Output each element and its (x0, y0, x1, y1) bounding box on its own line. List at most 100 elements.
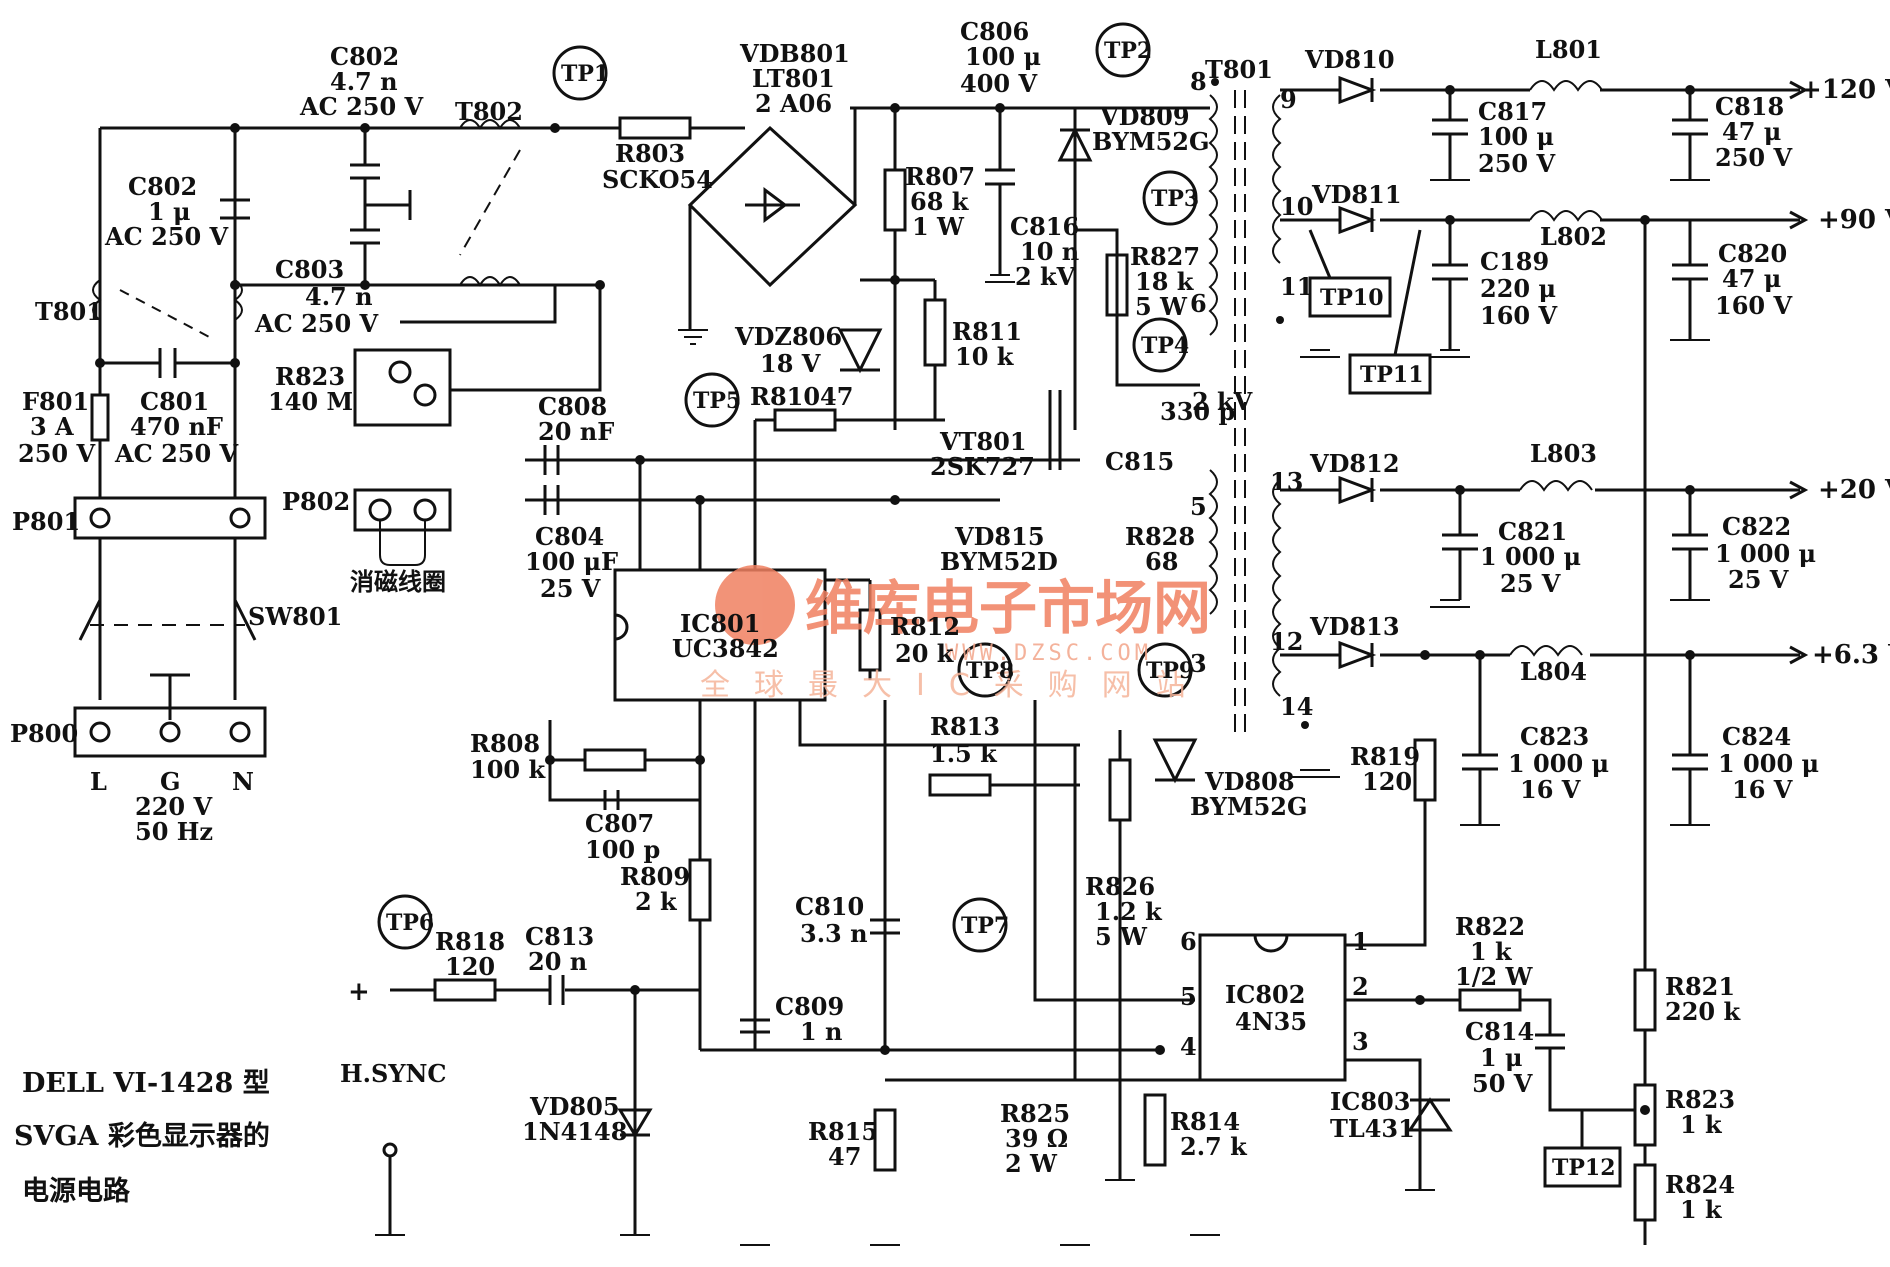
ic803-name: IC803 (1330, 1087, 1410, 1116)
t801-pin-12: 12 (1270, 627, 1303, 656)
c817-value: 100 μ (1478, 122, 1554, 151)
r822-rating: 1/2 W (1455, 962, 1534, 991)
c806-rating: 400 V (960, 69, 1037, 98)
c818-name: C818 (1715, 92, 1784, 121)
watermark-slogan: 全球最大IC采购网站 (700, 668, 1210, 703)
c807-name: C807 (585, 809, 654, 838)
r828-value: 68 (1145, 547, 1178, 576)
c802a-rating: AC 250 V (299, 92, 424, 121)
c822-value: 1 000 μ (1715, 539, 1816, 568)
vdb801-part: LT801 (752, 64, 835, 93)
watermark: 维库电子市场网 WWW.DZSC.COM 全球最大IC采购网站 (700, 565, 1211, 703)
r810-name: R810 (750, 382, 820, 411)
diagram-caption: DELL VI-1428 型 SVGA 彩色显示器的 电源电路 (14, 1068, 270, 1207)
r827-name: R827 (1130, 242, 1200, 271)
r825-name: R825 (1000, 1099, 1070, 1128)
c820-name: C820 (1718, 239, 1787, 268)
r823a-value: 140 M (268, 387, 353, 416)
c189-value: 220 μ (1480, 274, 1556, 303)
mains-g-label: G (160, 767, 181, 796)
output-voltages: +120 V +90 V +20 V +6.3 V (1800, 75, 1890, 670)
vt801-name: VT801 (939, 427, 1027, 456)
t801-pin-3: 3 (1190, 649, 1207, 678)
secondary-labels: VD810 VD811 VD812 VD813 L801 L802 L803 L… (1304, 35, 1819, 804)
vd808-part: BYM52G (1190, 792, 1307, 821)
r815-value: 47 (828, 1142, 861, 1171)
r812-name: R812 (890, 612, 960, 641)
c824-rating: 16 V (1732, 775, 1793, 804)
c822-name: C822 (1722, 512, 1791, 541)
ic802-pin-3: 3 (1352, 1027, 1369, 1056)
r810-value: 47 (820, 382, 853, 411)
tp6-label: TP6 (386, 910, 434, 936)
r814-name: R814 (1170, 1107, 1240, 1136)
c816-name: C816 (1010, 212, 1079, 241)
hsync-plus-label: + (348, 977, 370, 1007)
test-points: TP1 TP2 TP3 TP4 TP5 TP6 TP7 TP8 TP9 TP10… (386, 38, 1616, 1181)
r822-name: R822 (1455, 912, 1525, 941)
r827-value: 18 k (1135, 267, 1195, 296)
c820-rating: 160 V (1715, 291, 1792, 320)
c809-name: C809 (775, 992, 844, 1021)
vd815-name: VD815 (954, 522, 1045, 551)
r812-value: 20 k (895, 639, 955, 668)
watermark-brand: 维库电子市场网 (805, 574, 1211, 642)
r807-value: 68 k (910, 187, 970, 216)
c821-rating: 25 V (1500, 569, 1561, 598)
r809-name: R809 (620, 862, 690, 891)
r818-value: 120 (445, 952, 495, 981)
vt801-part: 2SK727 (930, 452, 1035, 481)
r823b-name: R823 (1665, 1085, 1735, 1114)
t801-label: T801 (1205, 55, 1273, 84)
watermark-logo-icon (715, 565, 795, 645)
vd815-part: BYM52D (940, 547, 1058, 576)
transformer-labels: T801 8 9 10 11 6 5 3 13 12 14 (1190, 55, 1313, 721)
ic802-pin-4: 4 (1180, 1032, 1197, 1061)
t801-pin-11: 11 (1280, 272, 1313, 301)
ic802-pin-6: 6 (1180, 927, 1197, 956)
c804-value: 100 μF (525, 547, 618, 576)
c802a-value: 4.7 n (330, 67, 398, 96)
t801-pin-8: 8 (1190, 67, 1207, 96)
t801-choke-label: T801 (35, 297, 103, 326)
c803-name: C803 (275, 255, 344, 284)
r811-name: R811 (952, 317, 1022, 346)
r813-value: 1.5 k (930, 739, 998, 768)
c802b-name: C802 (128, 172, 197, 201)
r809-value: 2 k (635, 887, 678, 916)
r813-name: R813 (930, 712, 1000, 741)
c823-rating: 16 V (1520, 775, 1581, 804)
c802b-rating: AC 250 V (104, 222, 229, 251)
ic802-pin-2: 2 (1352, 972, 1369, 1001)
f801-value: 3 A (30, 412, 74, 441)
r822-value: 1 k (1470, 937, 1513, 966)
vd809-name: VD809 (1099, 102, 1190, 131)
vd809-part: BYM52G (1092, 127, 1209, 156)
vdz806-value: 18 V (760, 349, 821, 378)
c802b-value: 1 μ (148, 197, 191, 226)
tp12-label: TP12 (1552, 1155, 1616, 1181)
vdz806-name: VDZ806 (734, 322, 842, 351)
r826-rating: 5 W (1095, 922, 1148, 951)
input-side-labels: C802 4.7 n AC 250 V T802 C802 1 μ AC 250… (18, 39, 850, 468)
c801-rating: AC 250 V (114, 439, 239, 468)
r824-name: R824 (1665, 1170, 1735, 1199)
vd805-name: VD805 (529, 1092, 620, 1121)
c824-value: 1 000 μ (1718, 749, 1819, 778)
c821-name: C821 (1498, 517, 1567, 546)
r811-value: 10 k (955, 342, 1015, 371)
vd812-label: VD812 (1309, 449, 1400, 478)
c803-value: 4.7 n (305, 282, 373, 311)
tp11-label: TP11 (1360, 362, 1424, 388)
caption-line-3: 电源电路 (22, 1175, 131, 1207)
c814-value: 1 μ (1480, 1043, 1523, 1072)
r807-name: R807 (905, 162, 975, 191)
vd813-label: VD813 (1309, 612, 1400, 641)
mains-l-label: L (90, 767, 107, 796)
c817-rating: 250 V (1478, 149, 1555, 178)
t801-pin-10: 10 (1280, 192, 1313, 221)
c821-value: 1 000 μ (1480, 542, 1581, 571)
c808-name: C808 (538, 392, 607, 421)
c824-name: C824 (1722, 722, 1791, 751)
